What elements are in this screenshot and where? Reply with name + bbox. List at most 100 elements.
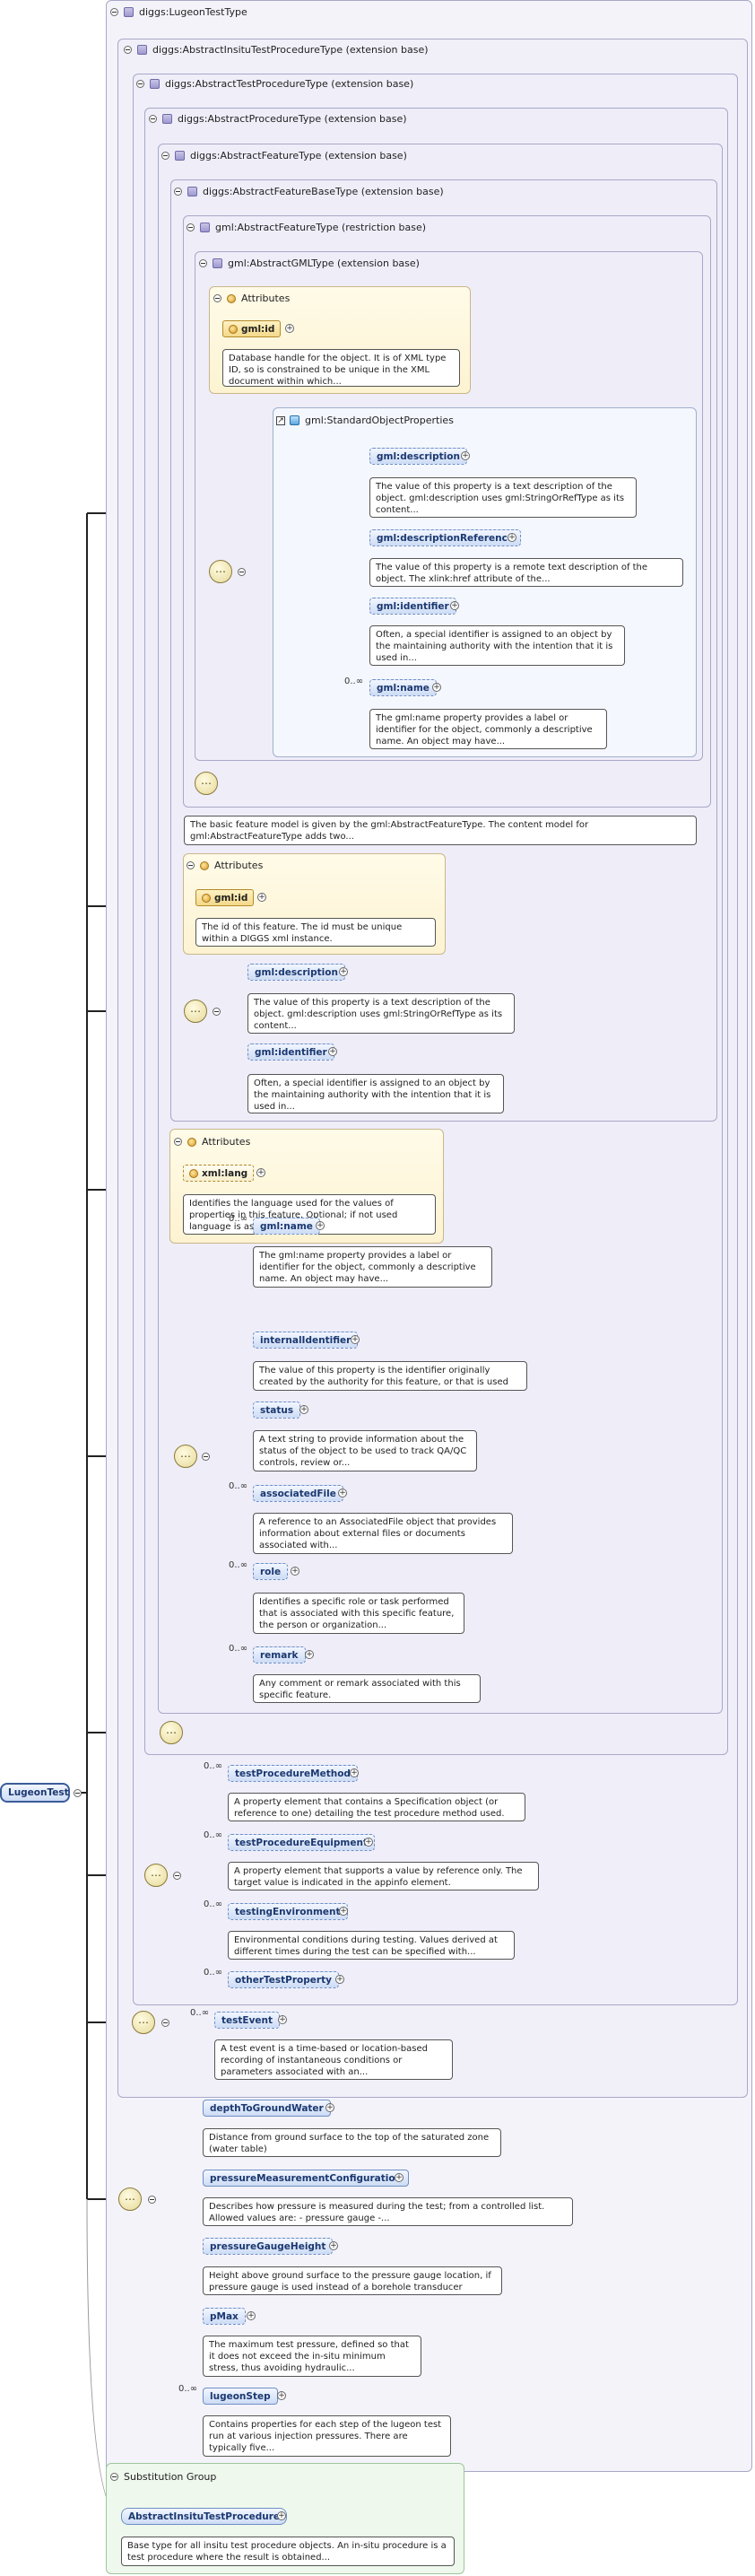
attributes-header[interactable]: Attributes bbox=[187, 860, 263, 871]
element-doc: Often, a special identifier is assigned … bbox=[369, 625, 625, 666]
plus-icon[interactable]: + bbox=[351, 1335, 360, 1344]
plus-icon[interactable]: + bbox=[256, 1168, 265, 1177]
element-pressure-measurement-configuration[interactable]: pressureMeasurementConfiguration bbox=[203, 2170, 410, 2187]
collapse-icon[interactable] bbox=[199, 259, 207, 267]
plus-icon[interactable]: + bbox=[285, 324, 294, 333]
plus-icon[interactable]: + bbox=[338, 1489, 347, 1498]
plus-icon[interactable]: + bbox=[450, 601, 459, 610]
sequence-icon[interactable]: ⋯ bbox=[184, 1000, 207, 1023]
element-doc: Base type for all insitu test procedure … bbox=[121, 2537, 455, 2566]
standard-object-properties-header[interactable]: gml:StandardObjectProperties ↗ bbox=[276, 415, 454, 426]
sequence-icon[interactable]: ⋯ bbox=[160, 1721, 183, 1744]
element-doc: A property element that supports a value… bbox=[228, 1862, 539, 1891]
plus-icon[interactable]: + bbox=[364, 1838, 373, 1847]
plus-icon[interactable]: + bbox=[277, 2391, 286, 2400]
plus-icon[interactable]: + bbox=[329, 2241, 338, 2250]
element-other-test-property[interactable]: otherTestProperty bbox=[228, 1971, 339, 1988]
collapse-icon[interactable] bbox=[148, 2196, 156, 2204]
plus-icon[interactable]: + bbox=[299, 1405, 308, 1414]
collapse-icon[interactable] bbox=[136, 80, 144, 88]
feature-base-header[interactable]: diggs:AbstractFeatureBaseType (extension… bbox=[174, 186, 444, 197]
attribute-gml-id[interactable]: gml:id bbox=[195, 889, 255, 906]
sequence-icon[interactable]: ⋯ bbox=[195, 772, 218, 795]
sequence-icon[interactable]: ⋯ bbox=[174, 1445, 197, 1468]
element-gml-description[interactable]: gml:description bbox=[247, 964, 345, 981]
attribute-xml-lang[interactable]: xml:lang bbox=[183, 1165, 255, 1182]
plus-icon[interactable]: + bbox=[508, 533, 516, 542]
attributes-header[interactable]: Attributes bbox=[174, 1136, 250, 1148]
element-role[interactable]: role bbox=[253, 1563, 289, 1580]
element-gml-name[interactable]: gml:name bbox=[253, 1218, 320, 1235]
gml-feature-header[interactable]: gml:AbstractFeatureType (restriction bas… bbox=[187, 222, 426, 233]
test-procedure-header[interactable]: diggs:AbstractTestProcedureType (extensi… bbox=[136, 78, 413, 90]
plus-icon[interactable]: + bbox=[277, 2511, 286, 2520]
collapse-icon[interactable] bbox=[124, 46, 132, 54]
collapse-icon[interactable] bbox=[161, 2019, 169, 2027]
plus-icon[interactable]: + bbox=[335, 1975, 344, 1984]
element-test-event[interactable]: testEvent bbox=[214, 2012, 281, 2029]
sequence-icon[interactable]: ⋯ bbox=[132, 2011, 155, 2034]
plus-icon[interactable]: + bbox=[328, 1047, 337, 1056]
plus-icon[interactable]: + bbox=[305, 1650, 314, 1659]
feature-header[interactable]: diggs:AbstractFeatureType (extension bas… bbox=[161, 150, 407, 162]
element-pressure-gauge-height[interactable]: pressureGaugeHeight bbox=[203, 2238, 334, 2255]
element-gml-identifier[interactable]: gml:identifier bbox=[247, 1043, 334, 1061]
collapse-icon[interactable] bbox=[174, 1138, 182, 1146]
element-internal-identifier[interactable]: internalIdentifier bbox=[253, 1332, 359, 1349]
collapse-icon[interactable] bbox=[174, 188, 182, 196]
collapse-icon[interactable] bbox=[213, 1008, 221, 1016]
root-element-lugeon-test[interactable]: LugeonTest bbox=[0, 1783, 70, 1803]
collapse-icon[interactable] bbox=[202, 1453, 210, 1461]
element-abstract-insitu-test-procedure[interactable]: AbstractInsituTestProcedure bbox=[121, 2508, 288, 2525]
plus-icon[interactable]: + bbox=[316, 1221, 325, 1230]
collapse-icon[interactable] bbox=[213, 294, 221, 302]
insitu-test-procedure-header[interactable]: diggs:AbstractInsituTestProcedureType (e… bbox=[124, 44, 429, 56]
element-gml-name[interactable]: gml:name bbox=[369, 679, 437, 696]
element-depth-to-ground-water[interactable]: depthToGroundWater bbox=[203, 2100, 331, 2117]
plus-icon[interactable]: + bbox=[291, 1567, 299, 1576]
element-remark[interactable]: remark bbox=[253, 1646, 306, 1663]
sequence-icon[interactable]: ⋯ bbox=[118, 2187, 142, 2211]
element-lugeon-step[interactable]: lugeonStep bbox=[203, 2388, 278, 2405]
collapse-icon[interactable] bbox=[149, 115, 157, 123]
plus-icon[interactable]: + bbox=[395, 2173, 404, 2182]
substitution-group-header[interactable]: Substitution Group bbox=[110, 2471, 216, 2483]
reference-arrow-icon[interactable]: ↗ bbox=[276, 415, 285, 425]
element-gml-description[interactable]: gml:description bbox=[369, 448, 467, 465]
plus-icon[interactable]: + bbox=[461, 451, 470, 460]
sequence-icon[interactable]: ⋯ bbox=[209, 560, 232, 583]
plus-icon[interactable]: + bbox=[350, 1768, 359, 1777]
collapse-icon[interactable] bbox=[110, 2473, 118, 2481]
attributes-header[interactable]: Attributes bbox=[213, 293, 290, 304]
plus-icon[interactable]: + bbox=[247, 2311, 256, 2320]
element-gml-description-reference[interactable]: gml:descriptionReference bbox=[369, 529, 521, 546]
element-doc: Identifies a specific role or task perfo… bbox=[253, 1593, 464, 1634]
collapse-icon[interactable] bbox=[187, 861, 195, 869]
element-doc: The value of this property is the identi… bbox=[253, 1361, 527, 1391]
plus-icon[interactable]: + bbox=[339, 967, 348, 976]
attribute-gml-id[interactable]: gml:id bbox=[222, 320, 282, 337]
element-testing-environment[interactable]: testingEnvironment bbox=[228, 1903, 348, 1920]
gml-gml-header[interactable]: gml:AbstractGMLType (extension base) bbox=[199, 258, 420, 269]
plus-icon[interactable]: + bbox=[278, 2015, 287, 2024]
plus-icon[interactable]: + bbox=[432, 683, 441, 692]
element-associated-file[interactable]: associatedFile bbox=[253, 1485, 343, 1502]
element-test-procedure-method[interactable]: testProcedureMethod bbox=[228, 1765, 358, 1782]
lugeon-test-type-header[interactable]: diggs:LugeonTestType bbox=[110, 6, 247, 18]
element-p-max[interactable]: pMax bbox=[203, 2308, 246, 2325]
plus-icon[interactable]: + bbox=[325, 2103, 334, 2112]
collapse-icon[interactable] bbox=[161, 152, 169, 160]
cardinality-label: 0..∞ bbox=[229, 1644, 248, 1654]
element-test-procedure-equipment[interactable]: testProcedureEquipment bbox=[228, 1834, 375, 1851]
procedure-header[interactable]: diggs:AbstractProcedureType (extension b… bbox=[149, 113, 407, 125]
collapse-icon[interactable] bbox=[173, 1872, 181, 1880]
element-gml-identifier[interactable]: gml:identifier bbox=[369, 598, 456, 615]
element-status[interactable]: status bbox=[253, 1402, 301, 1419]
collapse-icon[interactable] bbox=[238, 568, 246, 576]
plus-icon[interactable]: + bbox=[339, 1907, 348, 1916]
collapse-icon[interactable] bbox=[187, 223, 195, 231]
sequence-icon[interactable]: ⋯ bbox=[144, 1864, 168, 1887]
collapse-icon[interactable] bbox=[74, 1789, 82, 1797]
collapse-icon[interactable] bbox=[110, 8, 118, 16]
plus-icon[interactable]: + bbox=[257, 893, 266, 902]
